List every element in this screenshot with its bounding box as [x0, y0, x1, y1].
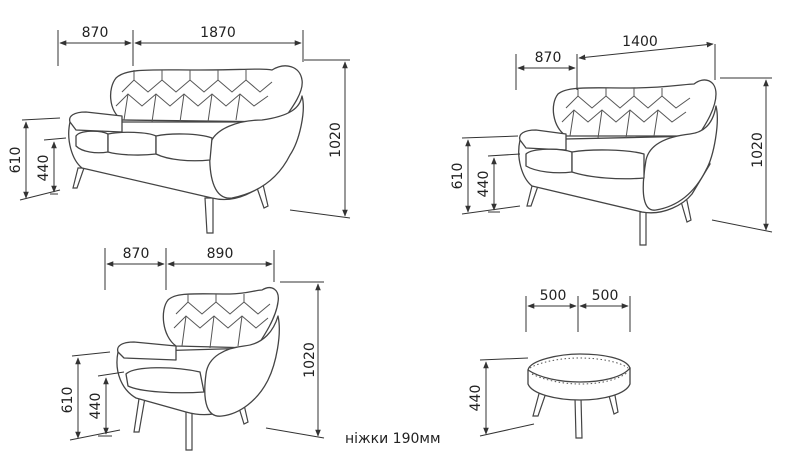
legs-note: ніжки 190мм: [345, 431, 441, 447]
three-seat-dimensions: 870 1870 1020 610 440: [8, 25, 351, 219]
sofa2-height-label: 1020: [750, 132, 766, 168]
ottoman-height-label: 440: [468, 385, 484, 412]
armchair-arm-height-label: 610: [60, 387, 76, 414]
ottoman-width-label: 500: [592, 288, 619, 304]
sofa3-width-label: 1870: [200, 25, 236, 41]
armchair-seat-height-label: 440: [88, 393, 104, 420]
sofa3-depth-label: 870: [82, 25, 109, 41]
ottoman-depth-label: 500: [540, 288, 567, 304]
two-seat-dimensions: 870 1400 1020 610 440: [450, 34, 773, 233]
three-seat-sofa: [68, 65, 304, 234]
ottoman-dimensions: 500 500 440: [468, 288, 631, 437]
armchair: [116, 287, 280, 451]
armchair-height-label: 1020: [302, 342, 318, 378]
sofa2-width-label: 1400: [622, 34, 658, 50]
ottoman: [527, 353, 631, 439]
armchair-dimensions: 870 890 1020 610 440: [60, 246, 325, 441]
sofa2-depth-label: 870: [535, 50, 562, 66]
sofa2-arm-height-label: 610: [450, 163, 466, 190]
sofa3-arm-height-label: 610: [8, 147, 24, 174]
sofa3-seat-height-label: 440: [36, 155, 52, 182]
two-seat-sofa: [518, 79, 718, 246]
armchair-width-label: 890: [207, 246, 234, 262]
sofa2-seat-height-label: 440: [476, 171, 492, 198]
armchair-depth-label: 870: [123, 246, 150, 262]
sofa3-height-label: 1020: [328, 122, 344, 158]
